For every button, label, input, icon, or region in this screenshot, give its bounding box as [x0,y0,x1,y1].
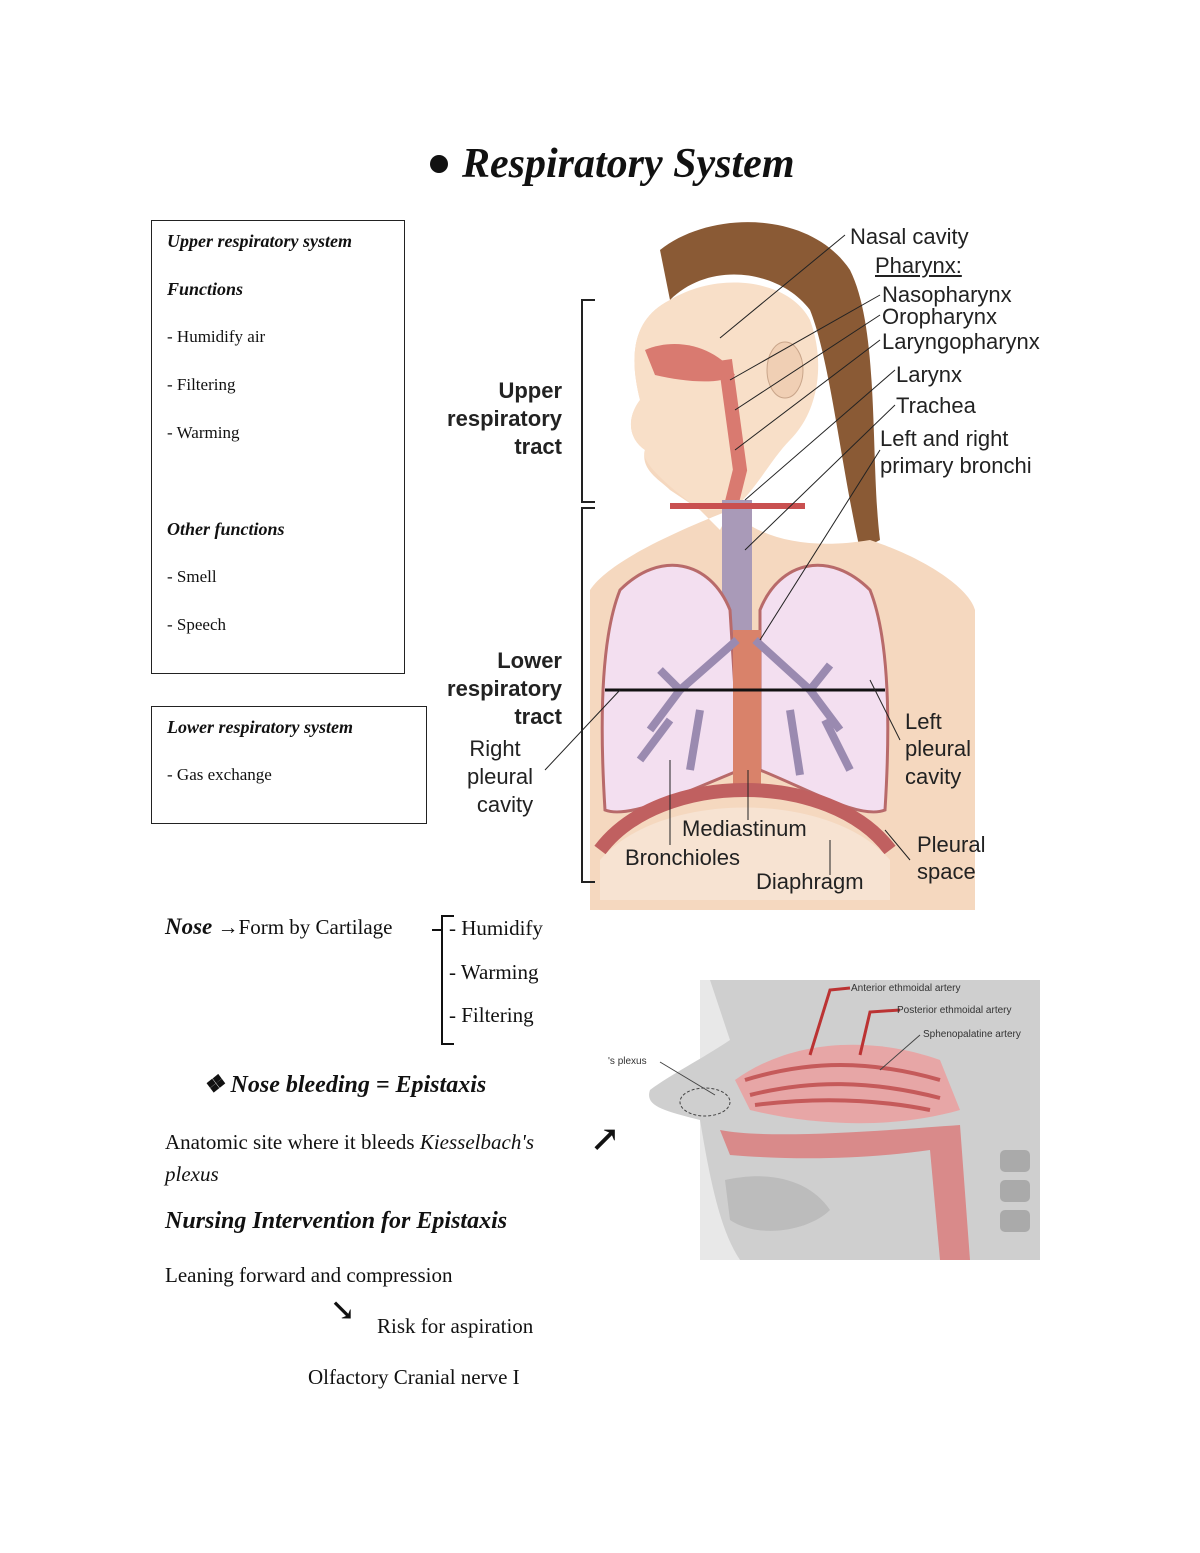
label-left-pleural-2: pleural [905,736,971,762]
other-functions-heading: Other functions [167,519,285,540]
nose-arrow: → [218,915,239,939]
page-title: Respiratory System [430,140,795,188]
diamond-bullet-icon: ❖ [203,1072,225,1098]
nursing-heading: Nursing Intervention for Epistaxis [165,1208,507,1235]
label-diaphragm: Diaphragm [756,869,864,895]
site-italic-2: plexus [165,1162,219,1186]
lower-system-box: Lower respiratory system - Gas exchange [151,706,427,824]
other-function-item: - Speech [167,615,226,635]
epistaxis-site: Anatomic site where it bleeds Kiesselbac… [165,1126,585,1190]
functions-heading: Functions [167,279,243,300]
label-right-pleural-2: pleural [450,764,550,790]
nose-label: Nose [165,914,212,939]
nursing-risk: Risk for aspiration [377,1314,533,1339]
label-right-pleural-3: cavity [450,792,560,818]
nose-line: Nose →Form by Cartilage [165,914,393,940]
label-bronchi-2: primary bronchi [880,453,1032,479]
bullet-icon [430,155,448,173]
nose-form: Form by Cartilage [239,915,393,939]
up-right-arrow-icon: ↗ [590,1118,620,1160]
olfactory-nerve: Olfactory Cranial nerve I [308,1365,520,1390]
label-anterior-ethmoidal: Anterior ethmoidal artery [851,983,961,994]
label-larynx: Larynx [896,362,962,388]
label-lower-tract-3: tract [430,704,562,730]
label-upper-tract-1: Upper [430,378,562,404]
label-left-pleural-3: cavity [905,764,961,790]
nose-item: - Humidify [449,916,543,941]
nose-item: - Filtering [449,1003,534,1028]
label-pharynx: Pharynx: [875,253,962,279]
label-upper-tract-3: tract [430,434,562,460]
label-right-pleural-1: Right [450,736,540,762]
function-item: - Filtering [167,375,235,395]
label-oropharynx: Oropharynx [882,304,997,330]
page-title-text: Respiratory System [462,140,795,188]
lower-function-item: - Gas exchange [167,765,272,785]
nose-item: - Warming [449,960,539,985]
function-item: - Humidify air [167,327,265,347]
nasal-cavity-diagram [640,980,1040,1260]
label-sphenopalatine: Sphenopalatine artery [923,1029,1021,1040]
label-plexus: 's plexus [608,1056,647,1067]
other-function-item: - Smell [167,567,217,587]
label-trachea: Trachea [896,393,976,419]
site-prefix: Anatomic site where it bleeds [165,1130,420,1154]
label-pleural-space-2: space [917,859,976,885]
label-laryngopharynx: Laryngopharynx [882,329,1040,355]
label-upper-tract-2: respiratory [430,406,562,432]
label-bronchi-1: Left and right [880,426,1008,452]
label-mediastinum: Mediastinum [682,816,807,842]
upper-box-heading: Upper respiratory system [167,231,352,252]
epistaxis-heading: Nose bleeding = Epistaxis [231,1072,487,1098]
function-item: - Warming [167,423,239,443]
label-nasal-cavity: Nasal cavity [850,224,969,250]
site-italic-1: Kiesselbach's [420,1130,534,1154]
label-posterior-ethmoidal: Posterior ethmoidal artery [897,1005,1012,1016]
nursing-action: Leaning forward and compression [165,1263,453,1288]
label-bronchioles: Bronchioles [625,845,740,871]
lower-box-heading: Lower respiratory system [167,717,353,738]
label-lower-tract-1: Lower [430,648,562,674]
label-left-pleural-1: Left [905,709,942,735]
label-lower-tract-2: respiratory [430,676,562,702]
epistaxis-heading-line: ❖ Nose bleeding = Epistaxis [203,1070,486,1099]
label-pleural-space-1: Pleural [917,832,985,858]
down-right-arrow-icon: ↘ [330,1293,355,1328]
upper-system-box: Upper respiratory system Functions - Hum… [151,220,405,674]
